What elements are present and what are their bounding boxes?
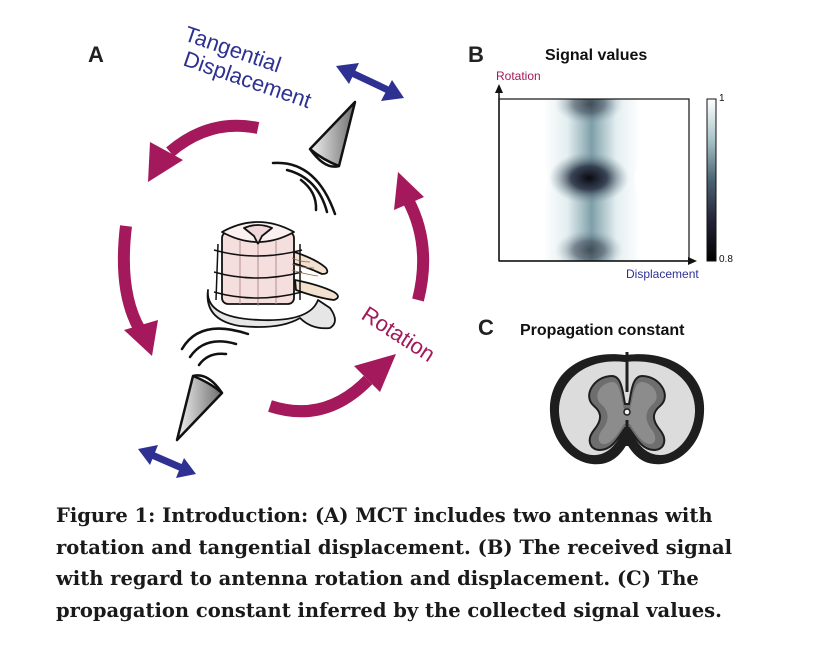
spinal-cross-section-icon — [549, 352, 705, 465]
caption-line-4: propagation constant inferred by the col… — [56, 598, 722, 622]
x-axis-label: Displacement — [626, 267, 699, 281]
antenna-bottom-icon — [175, 374, 224, 442]
rotation-arrows — [117, 119, 430, 418]
antenna-top-icon — [308, 100, 357, 168]
panel-c: C Propagation constant — [478, 315, 705, 465]
rotation-arrow-left-icon — [117, 225, 146, 334]
rotation-arrowheads — [124, 142, 424, 392]
y-axis-arrow-icon — [495, 84, 503, 261]
rotation-arrow-right-icon — [402, 197, 430, 302]
caption-line-3: with regard to antenna rotation and disp… — [56, 567, 699, 590]
rotation-arrow-bottom-icon — [268, 375, 373, 418]
figure-1: A Tangential Displacement Rotation — [88, 21, 733, 478]
signal-waves-top-icon — [271, 161, 337, 216]
panel-c-letter: C — [478, 315, 494, 340]
rotation-arrow-top-left-icon — [166, 119, 260, 157]
displacement-arrow-top-icon — [336, 63, 404, 101]
displacement-arrow-bottom-icon — [138, 445, 196, 478]
caption-line-1: Figure 1: Introduction: (A) MCT includes… — [56, 504, 713, 527]
panel-b-letter: B — [468, 42, 484, 67]
colorbar-max-label: 1 — [719, 93, 725, 104]
panel-b-title: Signal values — [545, 47, 647, 64]
panel-b: B Signal values Rotation Displacement 1 … — [468, 42, 733, 281]
panel-a-letter: A — [88, 42, 104, 67]
rotation-label: Rotation — [357, 301, 439, 367]
panel-c-title: Propagation constant — [520, 322, 685, 339]
signal-heatmap — [499, 99, 689, 261]
caption-line-2: rotation and tangential displacement. (B… — [56, 535, 732, 559]
spinal-cord-sample-icon — [206, 221, 339, 330]
colorbar: 1 0.8 — [706, 93, 733, 265]
colorbar-min-label: 0.8 — [719, 254, 733, 265]
figure-caption: Figure 1: Introduction: (A) MCT includes… — [56, 500, 796, 626]
panel-a: A Tangential Displacement Rotation — [88, 21, 440, 478]
y-axis-label: Rotation — [496, 69, 541, 83]
x-axis-arrow-icon — [499, 257, 697, 265]
signal-waves-bottom-icon — [180, 327, 250, 367]
